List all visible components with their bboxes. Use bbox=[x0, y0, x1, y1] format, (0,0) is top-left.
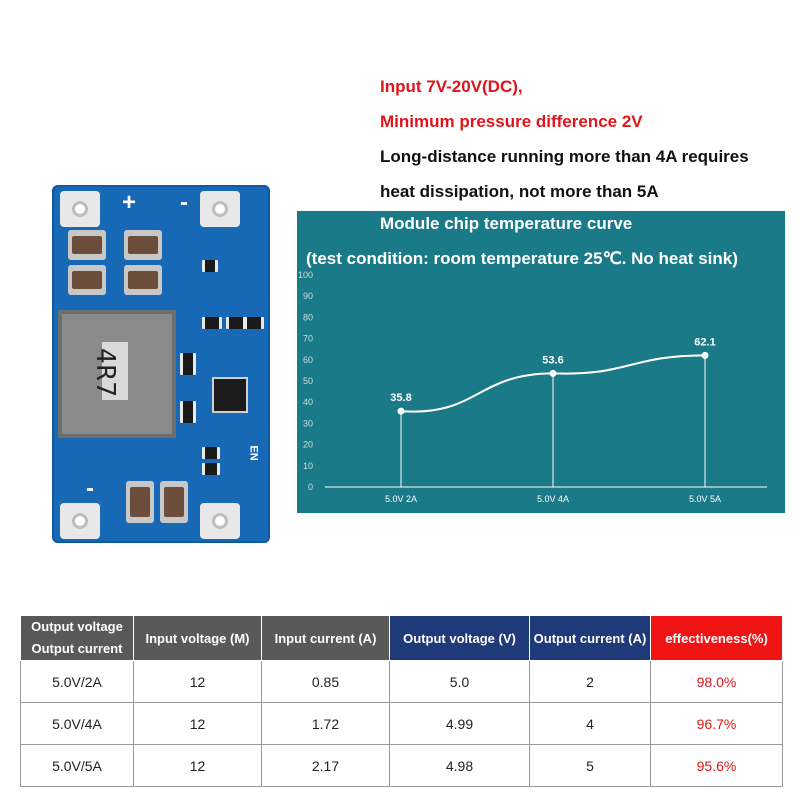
cell-input-current: 2.17 bbox=[261, 744, 390, 787]
cell-effectiveness: 96.7% bbox=[650, 702, 783, 745]
header-effectiveness: effectiveness(%) bbox=[650, 615, 783, 661]
y-tick-label: 50 bbox=[303, 376, 313, 386]
header-input-voltage: Input voltage (M) bbox=[133, 615, 262, 661]
smd-resistor bbox=[226, 317, 246, 329]
chart-subtitle: (test condition: room temperature 25℃. N… bbox=[306, 249, 738, 268]
data-point bbox=[701, 351, 709, 359]
chart-title: Module chip temperature curve bbox=[380, 214, 633, 233]
y-tick-label: 20 bbox=[303, 440, 313, 450]
y-tick-label: 60 bbox=[303, 355, 313, 365]
inductor-marking: 4R7 bbox=[89, 348, 120, 398]
header-input-current: Input current (A) bbox=[261, 615, 390, 661]
y-tick-label: 80 bbox=[303, 312, 313, 322]
temperature-chart: 0 10 20 30 40 50 60 70 80 90 100 5.0V 2A 5.0V 4A 5.0V… bbox=[298, 270, 767, 504]
cell-input-current: 1.72 bbox=[261, 702, 390, 745]
cell-mode: 5.0V/5A bbox=[20, 744, 134, 787]
header-output-voltage: Output voltage (V) bbox=[389, 615, 530, 661]
spec-min-difference: Minimum pressure difference 2V bbox=[380, 112, 643, 131]
cell-output-voltage: 4.98 bbox=[389, 744, 530, 787]
smd-resistor bbox=[202, 463, 220, 475]
cell-output-current: 4 bbox=[529, 702, 651, 745]
capacitor bbox=[68, 265, 106, 295]
cell-input-voltage: 12 bbox=[133, 660, 262, 703]
cell-input-current: 0.85 bbox=[261, 660, 390, 703]
pcb-pad bbox=[60, 503, 100, 539]
smd-resistor bbox=[202, 447, 220, 459]
data-point bbox=[397, 407, 405, 415]
cell-mode: 5.0V/2A bbox=[20, 660, 134, 703]
y-tick-label: 10 bbox=[303, 461, 313, 471]
data-label: 62.1 bbox=[694, 336, 715, 348]
table-row: 5.0V/2A 12 0.85 5.0 2 98.0% bbox=[20, 660, 783, 703]
capacitor bbox=[68, 230, 106, 260]
header-output-voltage-label: Output voltage bbox=[31, 619, 123, 634]
x-tick-label: 5.0V 4A bbox=[537, 494, 569, 504]
smd-resistor bbox=[202, 260, 218, 272]
cell-input-voltage: 12 bbox=[133, 744, 262, 787]
cell-output-voltage: 4.99 bbox=[389, 702, 530, 745]
regulator-chip bbox=[212, 377, 248, 413]
y-tick-label: 0 bbox=[308, 482, 313, 492]
cell-output-voltage: 5.0 bbox=[389, 660, 530, 703]
cell-effectiveness: 98.0% bbox=[650, 660, 783, 703]
y-tick-label: 90 bbox=[303, 291, 313, 301]
capacitor bbox=[126, 481, 154, 523]
header-output-current: Output current (A) bbox=[529, 615, 651, 661]
cell-mode: 5.0V/4A bbox=[20, 702, 134, 745]
efficiency-table: Output voltage Output current Input volt… bbox=[20, 615, 783, 787]
pcb-pad bbox=[60, 191, 100, 227]
pcb-pad bbox=[200, 503, 240, 539]
y-tick-label: 30 bbox=[303, 418, 313, 428]
data-point bbox=[549, 369, 557, 377]
cell-output-current: 5 bbox=[529, 744, 651, 787]
cell-input-voltage: 12 bbox=[133, 702, 262, 745]
header-output-voltage-current: Output voltage Output current bbox=[20, 615, 134, 661]
y-tick-label: 70 bbox=[303, 334, 313, 344]
cell-output-current: 2 bbox=[529, 660, 651, 703]
pcb-minus-label-bottom: - bbox=[86, 475, 94, 502]
spec-input-range: Input 7V-20V(DC), bbox=[380, 77, 523, 96]
capacitor bbox=[124, 230, 162, 260]
temperature-chart-panel: 0 10 20 30 40 50 60 70 80 90 100 5.0V 2A 5.0V 4A 5.0V… bbox=[297, 211, 785, 513]
y-tick-label: 40 bbox=[303, 397, 313, 407]
header-output-current-label: Output current bbox=[31, 641, 123, 656]
x-tick-label: 5.0V 2A bbox=[385, 494, 417, 504]
capacitor bbox=[124, 265, 162, 295]
pcb-minus-label: - bbox=[180, 189, 188, 216]
spec-heat-note-line2: heat dissipation, not more than 5A bbox=[380, 182, 659, 201]
cell-effectiveness: 95.6% bbox=[650, 744, 783, 787]
data-label: 53.6 bbox=[542, 354, 563, 366]
spec-heat-note-line1: Long-distance running more than 4A requi… bbox=[380, 147, 749, 166]
pcb-en-label: EN bbox=[247, 445, 260, 461]
pcb-pad bbox=[200, 191, 240, 227]
table-row: 5.0V/5A 12 2.17 4.98 5 95.6% bbox=[20, 744, 783, 787]
x-tick-label: 5.0V 5A bbox=[689, 494, 721, 504]
smd-resistor bbox=[180, 353, 196, 375]
smd-resistor bbox=[180, 401, 196, 423]
inductor: 4R7 bbox=[58, 310, 176, 438]
smd-resistor bbox=[202, 317, 222, 329]
y-tick-label: 100 bbox=[298, 270, 313, 280]
pcb-plus-label: + bbox=[122, 189, 137, 216]
data-label: 35.8 bbox=[390, 392, 411, 404]
smd-resistor bbox=[244, 317, 264, 329]
capacitor bbox=[160, 481, 188, 523]
table-header-row: Output voltage Output current Input volt… bbox=[20, 615, 783, 661]
table-row: 5.0V/4A 12 1.72 4.99 4 96.7% bbox=[20, 702, 783, 745]
pcb-module-image: + - - 4R7 EN bbox=[52, 185, 270, 543]
